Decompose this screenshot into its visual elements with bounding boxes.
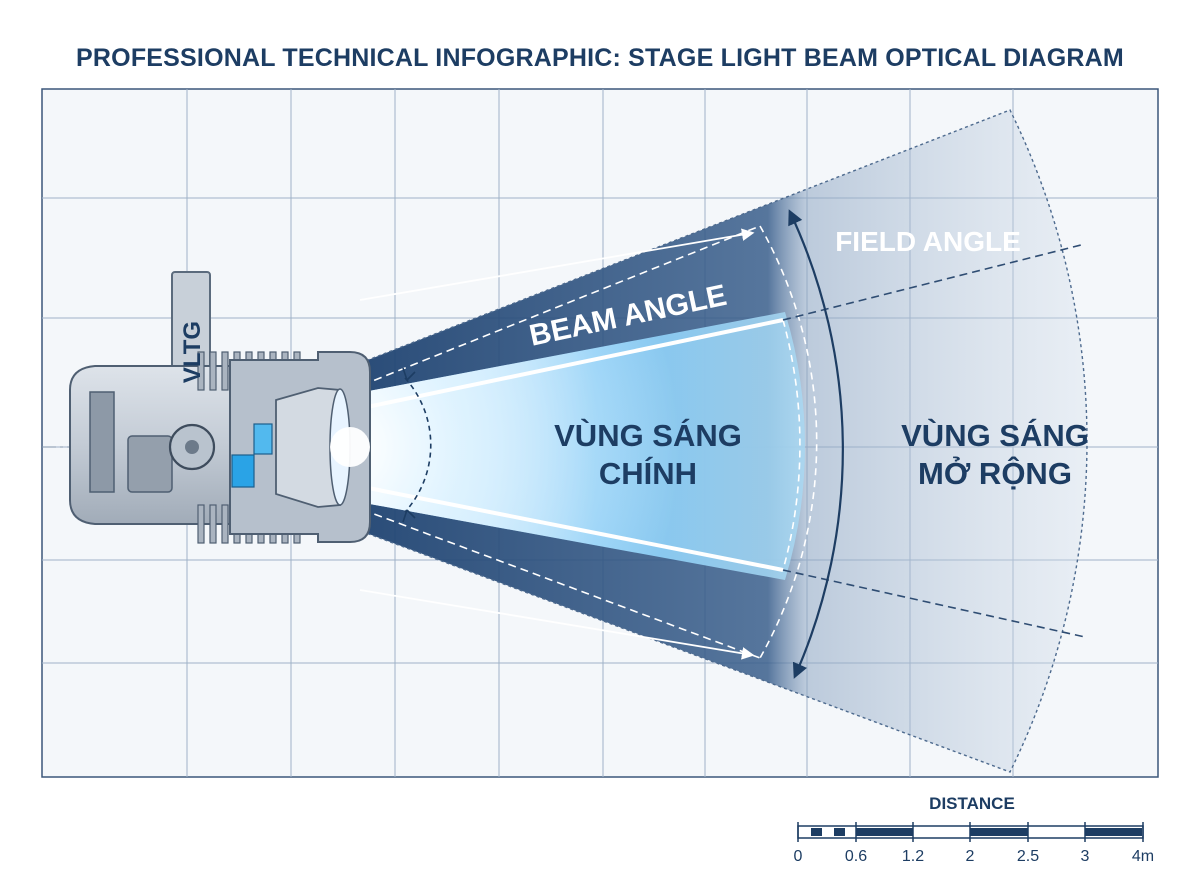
page-title: PROFESSIONAL TECHNICAL INFOGRAPHIC: STAG… <box>76 44 1124 72</box>
light-source-glow <box>330 427 370 467</box>
motor-part <box>127 435 173 493</box>
scale-tick-label: 2 <box>965 848 975 865</box>
beam-lower-arrow <box>359 589 755 660</box>
extended-zone-label-line1: VÙNG SÁNG <box>901 417 1089 453</box>
field-cone-outline <box>349 109 1088 773</box>
scale-segment <box>970 828 1028 836</box>
knob-center <box>185 440 199 454</box>
led-module <box>231 454 255 488</box>
fixture-label: VLTG <box>179 321 206 383</box>
main-zone-label-line2: CHÍNH <box>599 456 697 491</box>
scale-segment <box>1085 828 1142 836</box>
scale-tick-label: 2.5 <box>1016 848 1040 865</box>
extended-zone-label-line2: MỞ RỘNG <box>918 455 1072 491</box>
scale-tick-label: 1.2 <box>901 848 925 865</box>
scale-segment <box>811 828 822 836</box>
beam-edge-bottom <box>347 482 784 572</box>
small-arc-arrow-top <box>402 367 416 381</box>
field-angle-arc-arrow <box>788 209 844 679</box>
main-zone-label-line1: VÙNG SÁNG <box>554 417 742 453</box>
fixture <box>69 271 371 544</box>
scale-tick-label: 4m <box>1131 848 1155 865</box>
led-chip <box>253 423 273 455</box>
scale-segment <box>856 828 913 836</box>
scale-segment <box>834 828 845 836</box>
scale-tick-label: 0 <box>793 848 803 865</box>
beam-core-glow <box>348 312 805 580</box>
beam-edge-top <box>347 318 784 413</box>
distance-scale-bar <box>797 822 1144 842</box>
internal-part <box>89 391 115 493</box>
distance-scale-title: DISTANCE <box>929 794 1015 813</box>
scale-tick-label: 0.6 <box>844 848 868 865</box>
field-angle-label: FIELD ANGLE <box>835 226 1021 257</box>
scale-tick-label: 3 <box>1080 848 1090 865</box>
small-arc-arrow-bottom <box>402 509 416 523</box>
beam-upper-arrow <box>359 228 755 301</box>
